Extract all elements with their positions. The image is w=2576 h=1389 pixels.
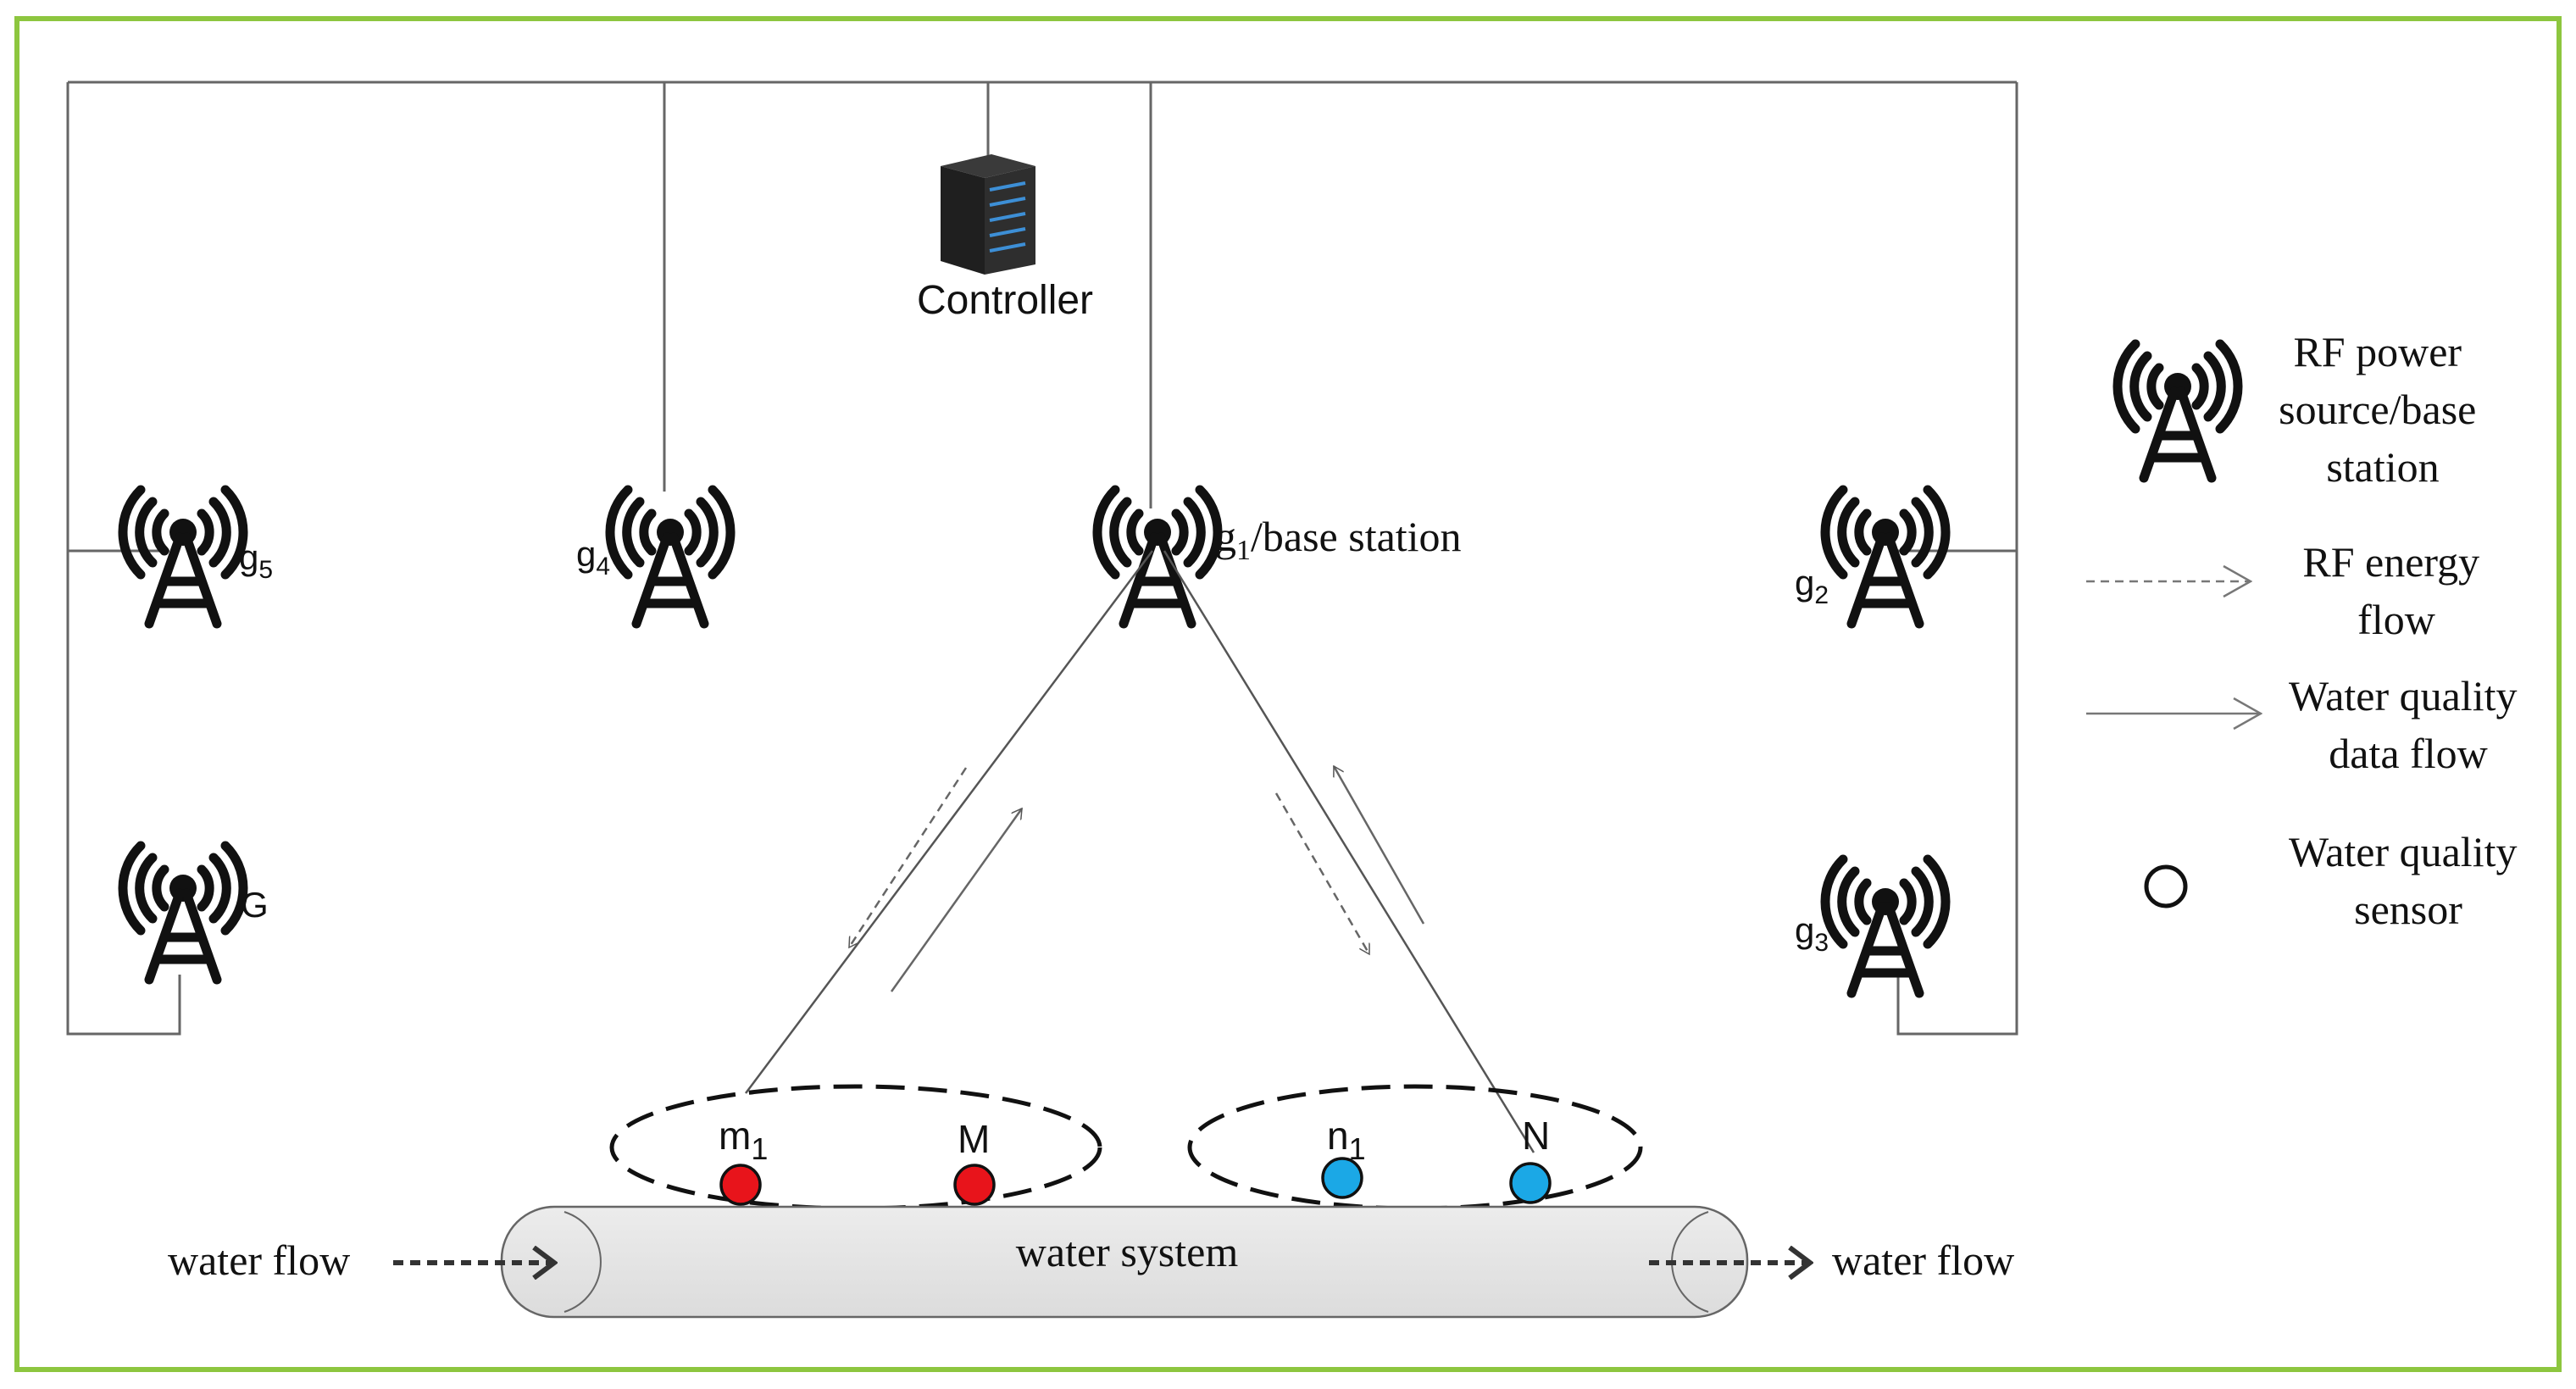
antenna-tower-icon-g2 (1825, 490, 1946, 624)
sensor-label-m1: m1 (719, 1114, 768, 1166)
legend-rf-source-label: RF power source/base station (2279, 328, 2487, 491)
water-flow-in-label: water flow (168, 1236, 350, 1284)
tower-label-g4: g4 (576, 534, 610, 581)
rf-energy-arrow-right (1274, 792, 1371, 954)
cluster-blue (1187, 1084, 1643, 1211)
server-icon (941, 154, 1035, 275)
tower-label-g3: g3 (1795, 910, 1829, 957)
legend-data-flow-label: Water quality data flow (2289, 672, 2528, 777)
wiring-network (66, 81, 2018, 1036)
tower-label-G: G (241, 885, 269, 925)
legend-rf-energy-label: RF energy flow (2302, 538, 2490, 643)
outer-frame (14, 16, 2562, 1372)
tower-label-g1: g1/base station (1215, 513, 1462, 566)
legend-circle-icon (2144, 864, 2188, 908)
sensor-n1 (1321, 1157, 1363, 1199)
controller-label: Controller (917, 278, 1093, 323)
cluster-red (609, 1084, 1102, 1211)
legend-sensor-label: Water quality sensor (2289, 828, 2528, 933)
water-flow-out-label: water flow (1832, 1236, 2014, 1284)
sensor-m1 (719, 1164, 762, 1206)
sensor-M (953, 1164, 996, 1206)
antenna-tower-icon-g4 (610, 490, 730, 624)
sensor-label-M: M (958, 1117, 990, 1161)
rf-energy-arrow-left (847, 767, 968, 947)
sensor-label-N: N (1522, 1114, 1550, 1158)
data-flow-arrow-right (1332, 766, 1425, 925)
sensor-label-n1: n1 (1327, 1114, 1366, 1166)
legend-antenna-tower-icon (2118, 344, 2238, 478)
antenna-tower-icon-g3 (1825, 859, 1946, 993)
tower-label-g5: g5 (239, 537, 273, 584)
data-flow-arrow-left (890, 808, 1024, 992)
antenna-tower-icon-G (123, 846, 243, 980)
link-to-N (1163, 550, 1535, 1153)
tower-label-g2: g2 (1795, 563, 1829, 609)
link-to-m1 (745, 550, 1153, 1094)
water-system-label: water system (1016, 1228, 1239, 1275)
antenna-tower-icon-g1 (1097, 490, 1218, 624)
sensor-N (1509, 1162, 1552, 1204)
antenna-tower-icon-g5 (123, 490, 243, 624)
legend: RF power source/base station RF energy f… (2086, 328, 2528, 933)
